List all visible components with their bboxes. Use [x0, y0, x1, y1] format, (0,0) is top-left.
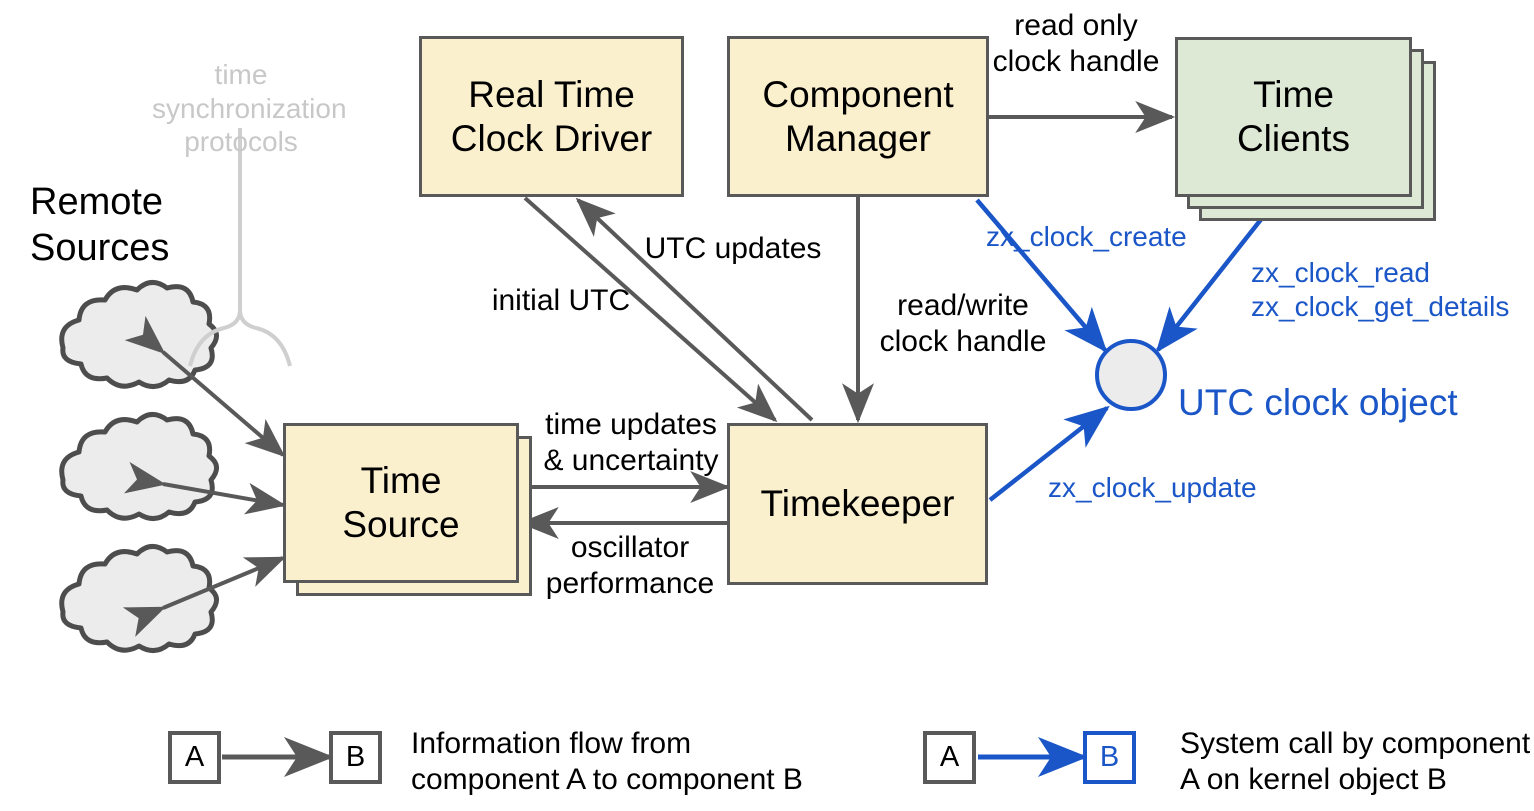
- time-sync-protocols-label: time synchronization protocols: [152, 59, 347, 158]
- arrow-zx-clock-update: [988, 405, 1110, 502]
- legend-syscall-description: System call by component A on kernel obj…: [1180, 727, 1531, 796]
- edge-label-read-write-clock-handle: read/write clock handle: [879, 289, 1047, 358]
- node-timekeeper[interactable]: Timekeeper: [727, 423, 988, 585]
- edge-label-zx-clock-read: zx_clock_read zx_clock_get_details: [1251, 257, 1510, 322]
- node-label: Time Source: [342, 460, 460, 545]
- utc-clock-object-label: UTC clock object: [1178, 382, 1458, 423]
- remote-source-cloud-1: [59, 280, 219, 389]
- node-label: Time Clients: [1236, 74, 1351, 159]
- legend-syscall-box-a: A: [923, 731, 976, 784]
- edge-label-initial-utc: initial UTC: [491, 284, 631, 317]
- node-label: Component Manager: [762, 73, 954, 159]
- node-real-time-clock-driver[interactable]: Real Time Clock Driver: [419, 36, 684, 197]
- remote-sources-label: Remote Sources: [30, 181, 170, 269]
- arrow-cloud2-timesource: [123, 461, 287, 515]
- edge-label-time-updates-uncertainty: time updates & uncertainty: [543, 408, 719, 477]
- arrow-cloud3-timesource: [122, 556, 286, 637]
- arrow-cloud1-timesource: [124, 315, 286, 458]
- edge-label-zx-clock-create: zx_clock_create: [986, 221, 1187, 252]
- arrow-timekeeper-rtcdriver: [575, 197, 814, 422]
- edge-label-oscillator-performance: oscillator performance: [545, 531, 715, 600]
- node-time-clients[interactable]: Time Clients: [1175, 37, 1412, 197]
- legend-info-flow-description: Information flow from component A to com…: [411, 727, 803, 796]
- utc-clock-object-node[interactable]: [1095, 339, 1167, 411]
- remote-source-cloud-3: [59, 544, 219, 653]
- legend-syscall-box-b: B: [1083, 731, 1136, 784]
- node-label: Real Time Clock Driver: [450, 73, 653, 159]
- edge-label-read-only-clock-handle: read only clock handle: [992, 9, 1160, 78]
- edge-label-utc-updates: UTC updates: [644, 232, 822, 265]
- legend-label-b: B: [345, 741, 366, 773]
- legend-info-flow-box-a: A: [168, 731, 221, 784]
- arrow-zx-clock-create: [975, 198, 1108, 353]
- arrow-rtcdriver-timekeeper: [523, 196, 778, 423]
- node-label: Timekeeper: [760, 483, 955, 525]
- arrow-zx-clock-read: [1155, 206, 1272, 353]
- legend-label-a: A: [939, 741, 960, 773]
- edge-label-zx-clock-update: zx_clock_update: [1048, 472, 1257, 503]
- remote-source-cloud-2: [59, 412, 219, 521]
- node-component-manager[interactable]: Component Manager: [727, 36, 989, 197]
- legend-label-a: A: [184, 741, 205, 773]
- legend-label-b: B: [1099, 741, 1120, 773]
- legend-info-flow-box-b: B: [329, 731, 382, 784]
- node-time-source[interactable]: Time Source: [283, 423, 519, 583]
